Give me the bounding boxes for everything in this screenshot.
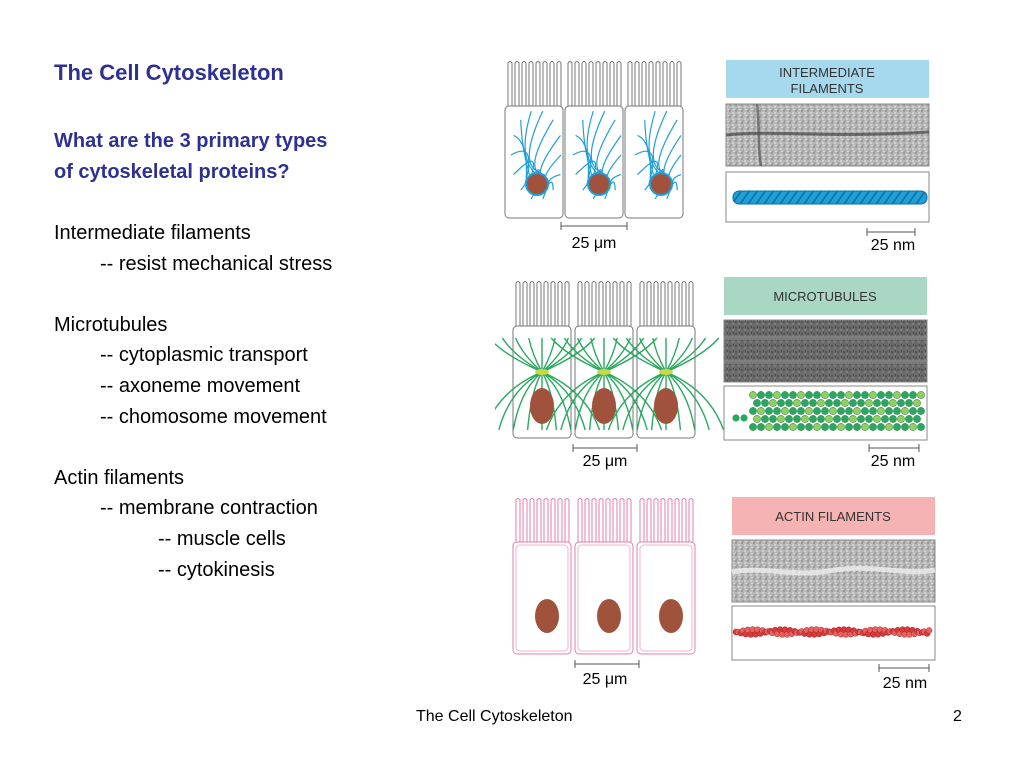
slide-question: What are the 3 primary types of cytoskel…: [54, 126, 327, 188]
scale-label: 25 nm: [871, 453, 915, 470]
microtubules-label-box: [724, 277, 927, 315]
intermediate-label-box: [726, 60, 929, 98]
actin-label: ACTIN FILAMENTS: [775, 509, 891, 524]
nucleus: [592, 388, 616, 424]
nucleus: [527, 174, 547, 194]
microtubule-micrograph: [723, 319, 928, 383]
nucleus: [659, 599, 683, 633]
question-line-1: What are the 3 primary types: [54, 130, 328, 152]
scale-label: 25 nm: [883, 675, 927, 692]
nucleus: [589, 174, 609, 194]
intermediate-filament-cells-illustration: [504, 61, 684, 219]
footer-title: The Cell Cytoskeleton: [416, 708, 573, 725]
list-item: -- muscle cells: [158, 527, 286, 550]
nucleus: [597, 599, 621, 633]
list-item: -- resist mechanical stress: [100, 252, 333, 275]
scale-label: 25 μm: [583, 671, 628, 688]
page-number: 2: [953, 708, 962, 725]
list-item: -- cytokinesis: [158, 558, 275, 581]
nucleus: [651, 174, 671, 194]
scale-bar-um: 25 μm: [560, 222, 628, 252]
scale-bar-um: 25 μm: [574, 660, 640, 688]
cytoskeleton-figure: 25 μm INTERMEDIATE FILAMENTS 25 nm 25 μm…: [483, 50, 940, 703]
actin-cells-illustration: [512, 498, 696, 655]
scale-bar-nm: 25 nm: [878, 664, 930, 692]
list-item: -- chomosome movement: [100, 405, 327, 428]
list-item: Microtubules: [54, 313, 168, 336]
intermediate-label-line-2: FILAMENTS: [791, 81, 864, 96]
bullet-list: Intermediate filaments -- resist mechani…: [54, 218, 332, 585]
microvilli-if: [507, 61, 682, 106]
microtubule-model: [732, 391, 925, 431]
intermediate-label-line-1: INTERMEDIATE: [779, 65, 875, 80]
microtubule-cells-illustration: [483, 281, 725, 439]
list-item: -- cytoplasmic transport: [100, 344, 308, 367]
list-item: -- membrane contraction: [100, 497, 318, 520]
scale-bar-um: 25 μm: [572, 444, 638, 470]
actin-label-box: [732, 497, 935, 535]
slide-title: The Cell Cytoskeleton: [54, 60, 284, 85]
nucleus: [654, 388, 678, 424]
question-line-2: of cytoskeletal proteins?: [54, 161, 290, 183]
scale-bar-nm: 25 nm: [866, 228, 916, 254]
list-item: Actin filaments: [54, 466, 185, 489]
nucleus: [530, 388, 554, 424]
scale-label: 25 μm: [583, 453, 628, 470]
scale-label: 25 nm: [871, 237, 915, 254]
figure-svg: 25 μm INTERMEDIATE FILAMENTS 25 nm 25 μm…: [483, 60, 936, 692]
list-spacer: [54, 432, 332, 463]
nucleus: [535, 599, 559, 633]
list-item: Intermediate filaments: [54, 222, 251, 244]
list-spacer: [54, 279, 332, 310]
scale-label: 25 μm: [572, 235, 617, 252]
scale-bar-nm: 25 nm: [868, 444, 920, 470]
actin-filament-model: [732, 626, 933, 638]
intermediate-filament-model: [732, 190, 928, 205]
list-item: -- axoneme movement: [100, 374, 301, 397]
microtubules-label: MICROTUBULES: [773, 289, 877, 304]
